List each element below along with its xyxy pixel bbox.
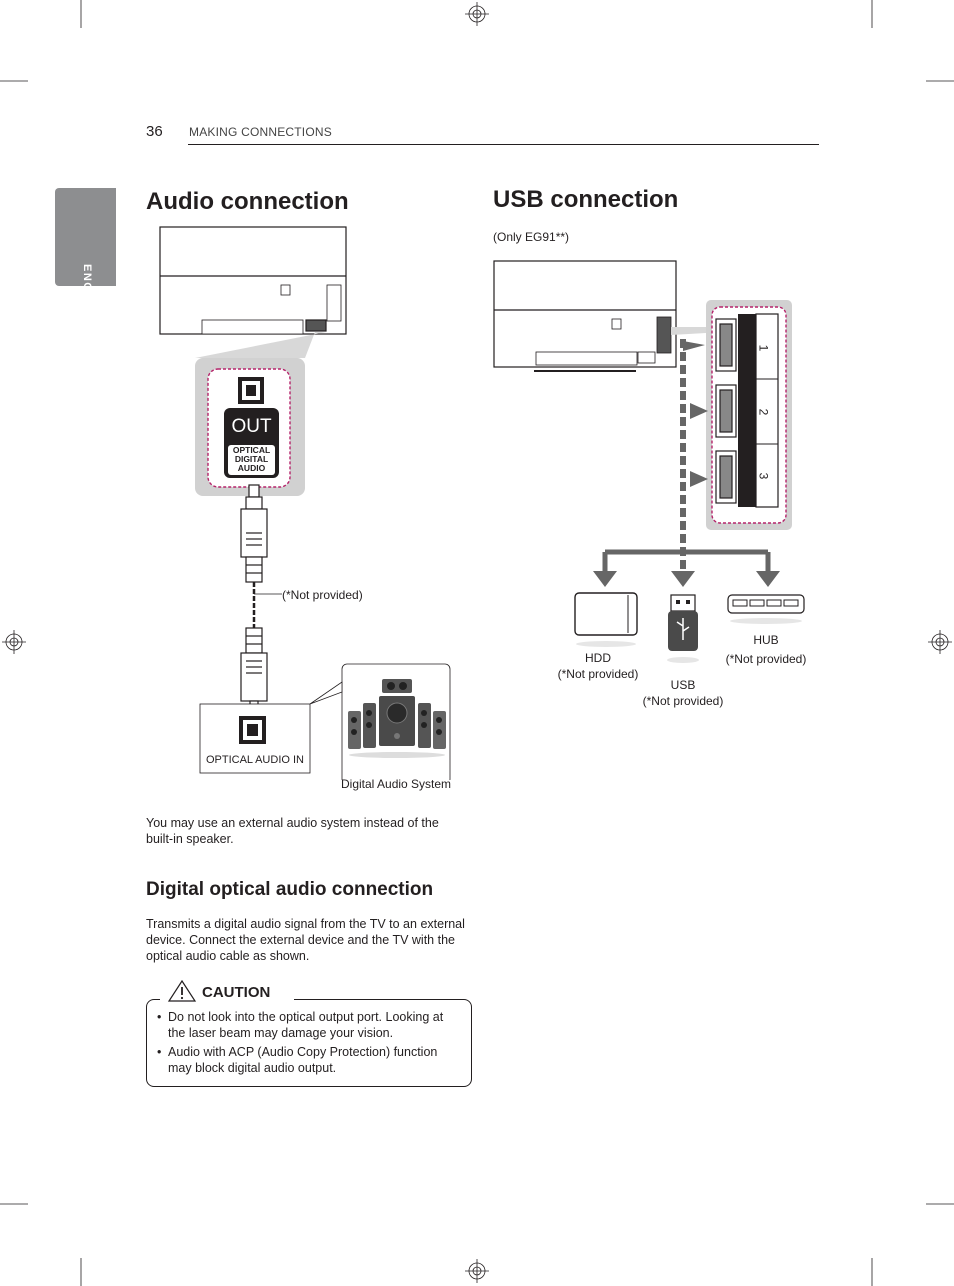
hub-device bbox=[727, 594, 805, 624]
page-number: 36 bbox=[146, 123, 163, 140]
port-label-line2: DIGITAL bbox=[234, 454, 269, 464]
usb-heading: USB connection bbox=[493, 186, 679, 213]
usb-port-2 bbox=[715, 384, 737, 438]
usb-port-1 bbox=[715, 318, 737, 372]
registration-mark-bottom bbox=[465, 1259, 489, 1283]
section-title: MAKING CONNECTIONS bbox=[189, 125, 332, 139]
usb-port-number: 1 bbox=[756, 344, 771, 352]
optical-out-port bbox=[238, 377, 264, 404]
optical-cable bbox=[240, 484, 282, 718]
hub-label: HUB (*Not provided) bbox=[716, 631, 816, 669]
caution-title: CAUTION bbox=[202, 984, 271, 1001]
audio-heading: Audio connection bbox=[146, 188, 349, 215]
port-label-line1: OPTICAL bbox=[232, 445, 271, 455]
optical-subheading: Digital optical audio connection bbox=[146, 879, 434, 900]
cable-note: (*Not provided) bbox=[282, 588, 363, 602]
language-tab-label: ENGLISH bbox=[81, 264, 93, 324]
usb-port-number: 2 bbox=[756, 408, 771, 416]
caution-item: Audio with ACP (Audio Copy Protection) f… bbox=[157, 1044, 458, 1076]
usb-port-3 bbox=[715, 450, 737, 504]
tv-back-usb bbox=[493, 260, 677, 372]
tv-back-audio bbox=[159, 226, 347, 335]
registration-mark-top bbox=[465, 2, 489, 26]
registration-mark-right bbox=[928, 630, 952, 654]
caution-title-gap bbox=[160, 993, 294, 1005]
registration-mark-left bbox=[2, 630, 26, 654]
usb-diagram bbox=[493, 260, 805, 663]
header-rule bbox=[188, 144, 819, 145]
usb-note: (*Not provided) bbox=[642, 694, 724, 708]
hub-name: HUB bbox=[753, 633, 779, 647]
port-label-line3: AUDIO bbox=[237, 463, 266, 473]
optical-description: Transmits a digital audio signal from th… bbox=[146, 917, 465, 963]
hdd-label: HDD (*Not provided) bbox=[548, 650, 648, 682]
hdd-note: (*Not provided) bbox=[557, 667, 639, 681]
audio-intro-text: You may use an external audio system ins… bbox=[146, 816, 439, 846]
hdd-device bbox=[574, 592, 638, 647]
language-tab: ENGLISH bbox=[55, 188, 116, 323]
hub-note: (*Not provided) bbox=[725, 652, 807, 666]
optical-out-text: OUT bbox=[231, 416, 272, 437]
warning-icon bbox=[167, 979, 197, 1002]
usb-label: USB (*Not provided) bbox=[633, 677, 733, 709]
usb-in-label: USB IN bbox=[763, 388, 775, 426]
caution-box bbox=[146, 999, 472, 1087]
audio-diagram bbox=[159, 226, 451, 780]
optical-in-port bbox=[239, 716, 266, 744]
usb-stick-device bbox=[667, 594, 699, 663]
caution-item: Do not look into the optical output port… bbox=[157, 1009, 458, 1041]
speaker-system bbox=[309, 663, 451, 780]
hdd-name: HDD bbox=[585, 651, 611, 665]
usb-model-note: (Only EG91**) bbox=[493, 230, 570, 244]
optical-digital-audio-text: OPTICAL DIGITAL AUDIO bbox=[228, 446, 275, 473]
usb-name: USB bbox=[670, 678, 696, 692]
usb-port-number: 3 bbox=[756, 472, 771, 480]
optical-audio-in-label: OPTICAL AUDIO IN bbox=[205, 754, 304, 766]
digital-audio-system-label: Digital Audio System bbox=[341, 777, 452, 791]
